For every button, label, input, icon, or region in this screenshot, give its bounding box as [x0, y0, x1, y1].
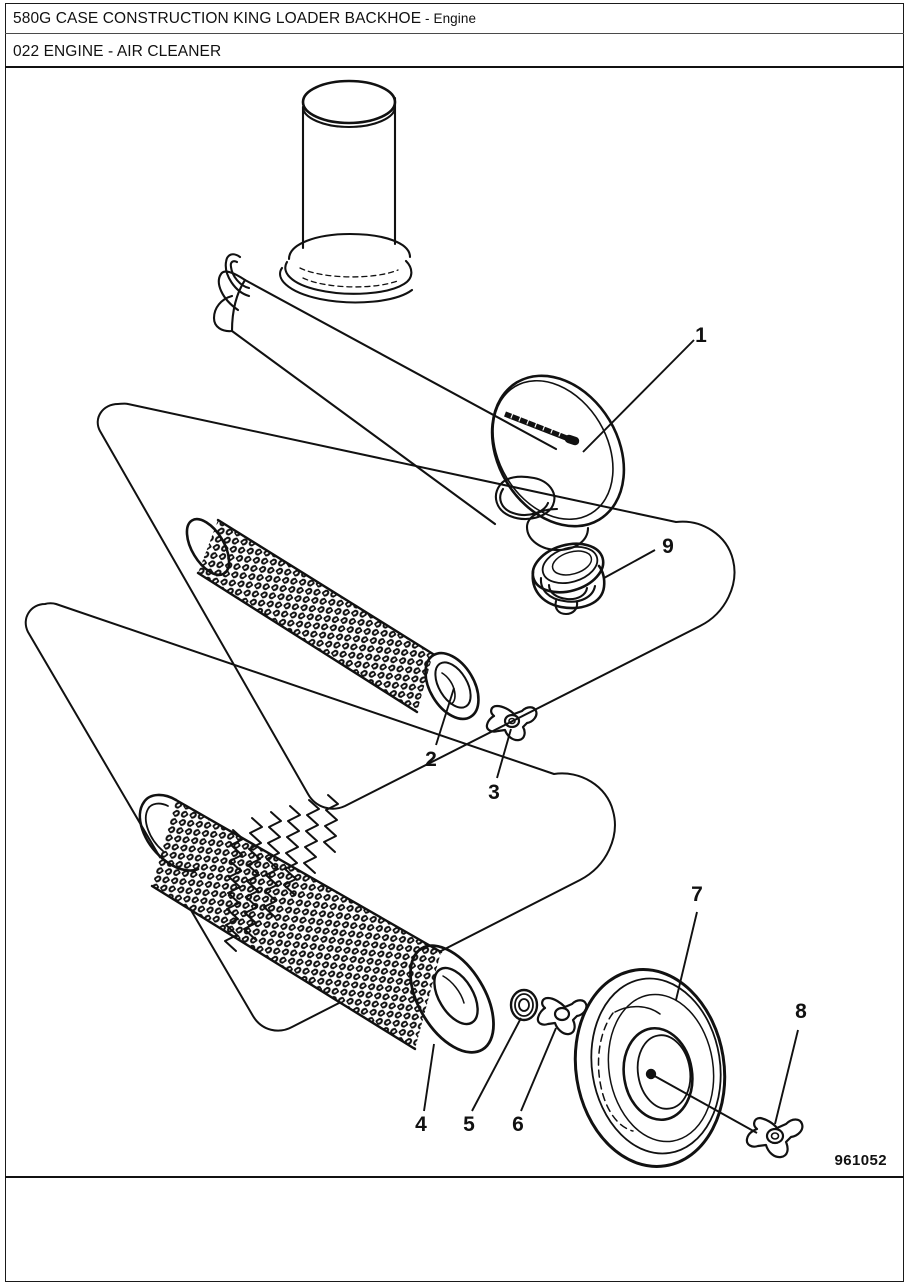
ejector-boss	[525, 525, 590, 552]
wing-nut-inner-element	[485, 704, 538, 742]
intake-boot	[279, 232, 414, 304]
footer-divider	[5, 1176, 904, 1178]
intake-tube	[301, 79, 397, 250]
end-cover-dust-cup	[573, 968, 727, 1168]
model-name: 580G CASE CONSTRUCTION KING LOADER BACKH…	[13, 10, 422, 27]
inner-safety-filter-element	[185, 517, 480, 721]
callout-5: 5	[463, 1113, 475, 1136]
callout-3: 3	[488, 781, 500, 804]
air-cleaner-housing	[212, 79, 626, 552]
drawing-number: 961052	[834, 1152, 887, 1169]
dust-ejector-port	[494, 475, 556, 520]
housing-top-edge	[243, 278, 558, 451]
center-stud	[504, 411, 580, 446]
leader-1	[582, 339, 695, 453]
leader-7	[675, 911, 698, 1001]
housing-left-bead	[212, 294, 234, 333]
leader-6	[520, 1027, 557, 1112]
leader-5	[471, 1017, 522, 1112]
callout-8: 8	[795, 1000, 807, 1023]
callout-4: 4	[415, 1113, 427, 1136]
leader-2	[435, 687, 455, 746]
header-divider-thick	[5, 66, 904, 68]
housing-left-cap	[217, 253, 251, 312]
leader-4	[423, 1043, 435, 1112]
callout-2: 2	[425, 748, 437, 771]
wing-nut-primary-element	[536, 996, 588, 1036]
primary-filter-element	[138, 793, 495, 1054]
sealing-washer	[509, 988, 539, 1022]
assembly-path-outline-upper	[96, 402, 736, 810]
leader-3	[496, 728, 512, 779]
callout-9: 9	[662, 535, 674, 558]
primary-element-left-cap	[138, 793, 200, 872]
page-title: 580G CASE CONSTRUCTION KING LOADER BACKH…	[13, 10, 476, 28]
callout-6: 6	[512, 1113, 524, 1136]
model-separator: -	[421, 11, 434, 26]
callout-1: 1	[695, 324, 707, 347]
leader-9	[603, 549, 656, 579]
section-name: Engine	[433, 11, 477, 26]
leader-8b	[650, 1073, 758, 1134]
header-divider-thin	[5, 33, 904, 34]
dust-evacuator-valve	[531, 542, 606, 616]
callout-7: 7	[691, 883, 703, 906]
assembly-path-outline-lower	[24, 602, 616, 1032]
housing-open-end	[490, 374, 626, 528]
callout-numbers: 1 2 3 4 5 6 7 8 9	[415, 324, 807, 1136]
primary-element-right-cap	[409, 944, 495, 1054]
leader-lines	[423, 339, 799, 1134]
filter-pleats	[224, 794, 339, 952]
group-title: 022 ENGINE - AIR CLEANER	[13, 43, 222, 60]
leader-8	[774, 1029, 799, 1125]
wing-nut-cover	[745, 1116, 804, 1159]
